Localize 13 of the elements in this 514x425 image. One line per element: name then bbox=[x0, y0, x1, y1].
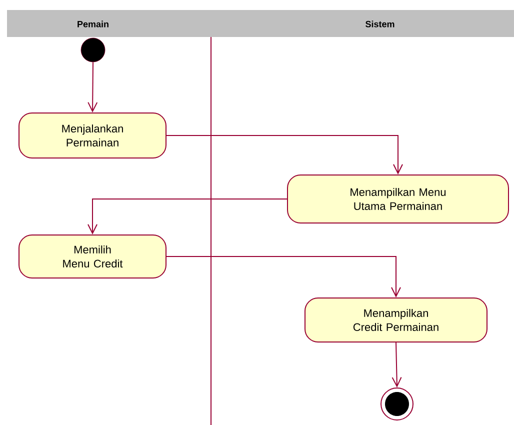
lane-header: Pemain bbox=[78, 20, 108, 28]
activity-box: Memilih Menu Credit bbox=[18, 234, 166, 278]
arrow bbox=[88, 198, 288, 234]
arrow bbox=[88, 62, 98, 112]
lane-header: Sistem bbox=[366, 20, 394, 28]
start-node bbox=[80, 38, 106, 62]
activity-box: Menampilkan Menu Utama Permainan bbox=[287, 174, 509, 224]
activity-box: Menjalankan Permainan bbox=[18, 112, 166, 158]
arrow bbox=[166, 135, 403, 174]
end-node bbox=[380, 387, 414, 420]
activity-box: Menampilkan Credit Permainan bbox=[304, 297, 488, 342]
arrow bbox=[392, 342, 402, 388]
arrow bbox=[166, 256, 401, 298]
